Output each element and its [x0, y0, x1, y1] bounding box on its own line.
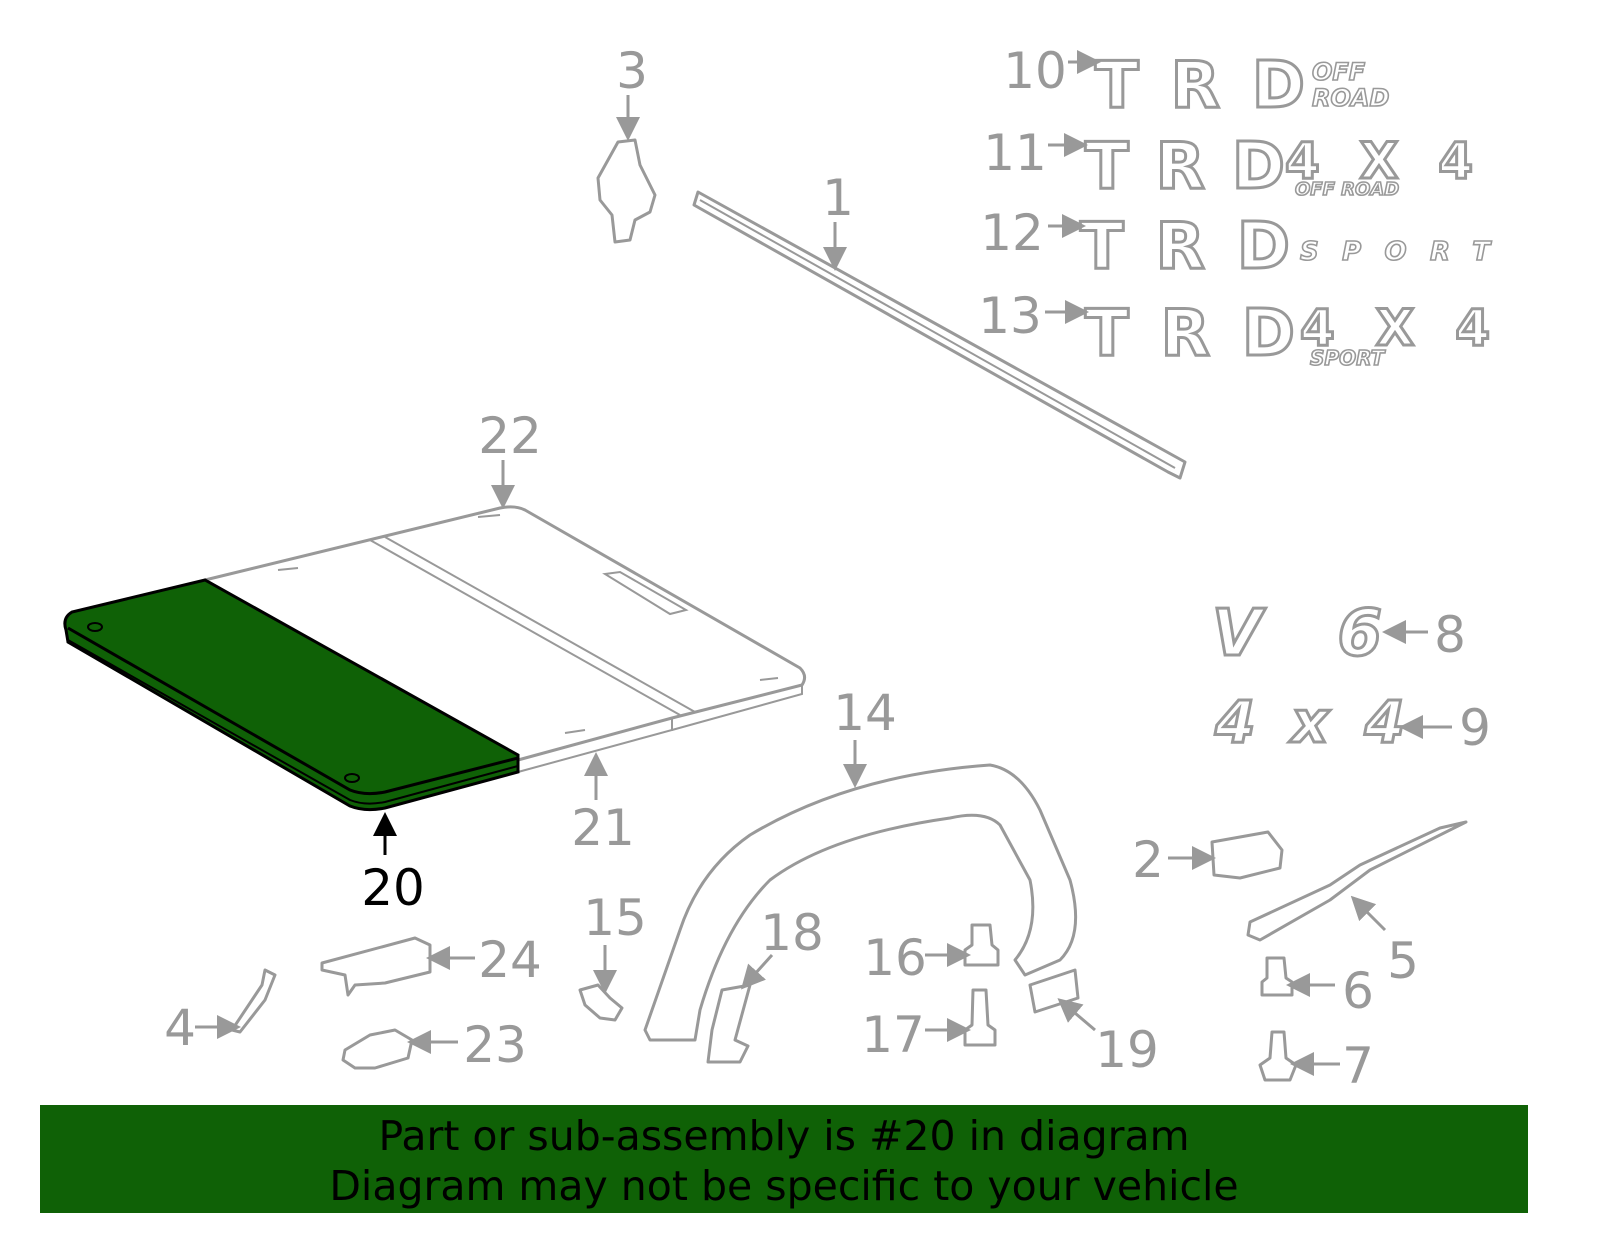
- connector-part-2[interactable]: [1210, 830, 1284, 880]
- svg-text:OFF ROAD: OFF ROAD: [1295, 179, 1399, 200]
- strip-part-4[interactable]: [230, 968, 277, 1034]
- callout-16: 16: [863, 929, 927, 987]
- grommet-part-15[interactable]: [578, 983, 624, 1022]
- callout-3: 3: [616, 42, 648, 100]
- callout-19: 19: [1095, 1021, 1159, 1079]
- trd-4x4-sport-badge-part-13[interactable]: TRD 4X4 SPORT: [1084, 296, 1492, 373]
- clip-part-3[interactable]: [596, 138, 657, 244]
- bracket-part-24[interactable]: [320, 936, 432, 997]
- trd-4x4-off-road-badge-part-11[interactable]: TRD 4X4 OFF ROAD: [1084, 129, 1475, 206]
- info-banner: Part or sub-assembly is #20 in diagram D…: [40, 1105, 1528, 1213]
- rail-part-1[interactable]: [692, 190, 1187, 480]
- bracket-part-18[interactable]: [706, 983, 752, 1064]
- svg-text:SPORT: SPORT: [1300, 237, 1492, 267]
- hinge-part-23[interactable]: [341, 1028, 414, 1070]
- svg-text:4X4: 4X4: [1285, 132, 1473, 190]
- callout-20-highlighted: 20: [361, 859, 425, 917]
- pad-part-19[interactable]: [1028, 968, 1080, 1014]
- callout-12: 12: [980, 204, 1044, 262]
- callout-22: 22: [478, 407, 542, 465]
- callout-23: 23: [463, 1016, 527, 1074]
- callout-5: 5: [1387, 932, 1419, 990]
- trd-sport-badge-part-12[interactable]: TRD SPORT: [1079, 209, 1494, 286]
- callout-8: 8: [1434, 606, 1466, 664]
- svg-text:SPORT: SPORT: [1310, 346, 1386, 370]
- nut-part-6[interactable]: [1260, 956, 1294, 997]
- fender-flare-part-14[interactable]: [643, 763, 1078, 1042]
- callout-6: 6: [1342, 962, 1374, 1020]
- svg-text:TRD: TRD: [1085, 130, 1285, 204]
- callout-15: 15: [583, 889, 647, 947]
- callout-10: 10: [1003, 42, 1067, 100]
- banner-line-part-number: Part or sub-assembly is #20 in diagram: [378, 1112, 1190, 1160]
- svg-text:TRD: TRD: [1080, 210, 1290, 284]
- strip-part-5[interactable]: [1246, 820, 1468, 942]
- 4x4-badge-part-9[interactable]: 4x4: [1213, 687, 1407, 758]
- callout-7: 7: [1342, 1037, 1374, 1095]
- callout-18: 18: [760, 904, 824, 962]
- callout-11: 11: [983, 124, 1047, 182]
- callout-17: 17: [861, 1006, 925, 1064]
- svg-text:4X4: 4X4: [1300, 299, 1490, 357]
- callout-4: 4: [164, 999, 196, 1057]
- trd-off-road-badge-part-10[interactable]: TRD OFF ROAD: [1094, 48, 1391, 125]
- callout-9: 9: [1459, 699, 1491, 757]
- bolt-part-16[interactable]: [963, 923, 1000, 967]
- svg-text:TRD: TRD: [1095, 49, 1305, 123]
- banner-line-disclaimer: Diagram may not be specific to your vehi…: [329, 1162, 1239, 1210]
- callout-24: 24: [478, 931, 542, 989]
- svg-text:ROAD: ROAD: [1312, 84, 1389, 112]
- bolt-part-7[interactable]: [1258, 1030, 1298, 1082]
- callout-13: 13: [978, 287, 1042, 345]
- callout-2: 2: [1132, 831, 1164, 889]
- v6-badge-part-8[interactable]: V6: [1211, 596, 1384, 673]
- leader-lines: [195, 50, 1452, 1076]
- svg-text:OFF: OFF: [1312, 58, 1366, 86]
- cover-panel-part-20[interactable]: [63, 578, 520, 812]
- bolt-part-17[interactable]: [963, 988, 997, 1047]
- callout-1: 1: [822, 169, 854, 227]
- callout-14: 14: [833, 684, 897, 742]
- callout-21: 21: [571, 799, 635, 857]
- svg-text:TRD: TRD: [1085, 297, 1295, 371]
